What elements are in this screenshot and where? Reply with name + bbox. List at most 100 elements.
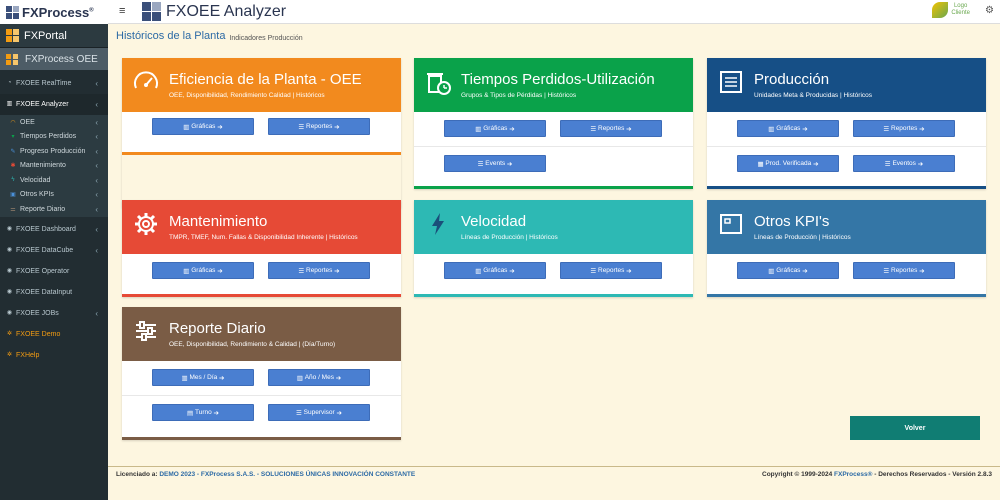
chevron-left-icon: ‹ bbox=[95, 190, 98, 200]
list-icon: ☰ bbox=[883, 267, 891, 275]
chevron-left-icon: ‹ bbox=[95, 308, 98, 318]
list-icon: ☰ bbox=[590, 267, 598, 275]
card-oee-footer bbox=[122, 152, 401, 155]
card-header: Tiempos Perdidos-Utilización Grupos & Ti… bbox=[414, 58, 693, 112]
graficas-button[interactable]: ▥ Gráficas ➔ bbox=[152, 118, 254, 135]
card-title: Eficiencia de la Planta - OEE bbox=[169, 71, 362, 88]
card-title: Velocidad bbox=[461, 213, 527, 230]
dashboard-icon: ◉ bbox=[6, 225, 13, 232]
oee-logo-icon bbox=[6, 53, 19, 65]
graficas-button[interactable]: ▥ Gráficas ➔ bbox=[444, 120, 546, 137]
list-icon: ☰ bbox=[884, 160, 893, 168]
sidebar-subitem-oee[interactable]: ◠OEE‹ bbox=[0, 115, 108, 130]
sidebar-portal[interactable]: FXPortal bbox=[0, 24, 108, 48]
input-icon: ◉ bbox=[6, 288, 13, 295]
volver-button[interactable]: Volver bbox=[850, 416, 980, 440]
card-header: Eficiencia de la Planta - OEE OEE, Dispo… bbox=[122, 58, 401, 112]
card-title: Mantenimiento bbox=[169, 213, 268, 230]
card-title: Otros KPI's bbox=[754, 213, 830, 230]
graficas-button[interactable]: ▥ Gráficas ➔ bbox=[152, 262, 254, 279]
reportes-button[interactable]: ☰ Reportes ➔ bbox=[268, 118, 370, 135]
bar-chart-icon: ▥ bbox=[475, 125, 484, 133]
app-logo-icon bbox=[142, 2, 161, 21]
bar-chart-icon: ▥ bbox=[296, 374, 305, 382]
prod-verificada-button[interactable]: ▦ Prod. Verificada ➔ bbox=[737, 155, 839, 172]
sidebar-item-datainput[interactable]: ◉FXOEE DataInput bbox=[6, 288, 73, 296]
card-reporte-diario: Reporte Diario OEE, Disponibilidad, Rend… bbox=[122, 307, 401, 440]
bar-chart-icon: ▥ bbox=[183, 267, 192, 275]
graficas-button[interactable]: ▥ Gráficas ➔ bbox=[737, 262, 839, 279]
card-footer bbox=[414, 294, 693, 297]
reportes-button[interactable]: ☰ Reportes ➔ bbox=[853, 262, 955, 279]
gear-icon[interactable]: ⚙ bbox=[985, 5, 994, 16]
bolt-icon bbox=[432, 213, 444, 235]
card-subtitle: Líneas de Producción | Históricos bbox=[754, 234, 851, 241]
filter-icon: ▾ bbox=[11, 134, 15, 141]
gauge-icon bbox=[134, 71, 158, 89]
app-title: FXOEE Analyzer bbox=[142, 2, 286, 21]
mes-dia-button[interactable]: ▥ Mes / Día ➔ bbox=[152, 369, 254, 386]
card-mantenimiento: Mantenimiento TMPR, TMEF, Num. Fallas & … bbox=[122, 200, 401, 297]
license-link[interactable]: DEMO 2023 - FXProcess S.A.S. - SOLUCIONE… bbox=[159, 471, 416, 478]
reportes-button[interactable]: ☰ Reportes ➔ bbox=[560, 120, 662, 137]
list-icon: ☰ bbox=[298, 123, 306, 131]
menu-toggle-icon[interactable]: ≡ bbox=[119, 5, 126, 17]
list-icon: ☰ bbox=[590, 125, 598, 133]
graficas-button[interactable]: ▥ Gráficas ➔ bbox=[737, 120, 839, 137]
list-icon: ☰ bbox=[477, 160, 486, 168]
card-footer bbox=[707, 294, 986, 297]
cube-icon: ◉ bbox=[6, 246, 13, 253]
bar-chart-icon: ▥ bbox=[768, 125, 777, 133]
sidebar-item-realtime[interactable]: ◔FXOEE RealTime‹ bbox=[7, 79, 98, 88]
chevron-left-icon: ‹ bbox=[95, 132, 98, 142]
sidebar-item-demo[interactable]: ✲FXOEE Demo bbox=[6, 330, 61, 338]
card-title: Tiempos Perdidos-Utilización bbox=[461, 71, 655, 88]
fxprocess-link[interactable]: FXProcess® bbox=[834, 471, 873, 478]
sidebar-subitem-tiempos[interactable]: ▾Tiempos Perdidos‹ bbox=[0, 129, 108, 144]
sidebar-item-operator[interactable]: ◉FXOEE Operator bbox=[6, 267, 70, 275]
chevron-left-icon: ‹ bbox=[95, 175, 98, 185]
sidebar-subitem-otros[interactable]: ▣Otros KPIs‹ bbox=[0, 187, 108, 202]
ano-mes-button[interactable]: ▥ Año / Mes ➔ bbox=[268, 369, 370, 386]
footer-copyright: Copyright © 1999-2024 FXProcess® - Derec… bbox=[762, 471, 992, 478]
sidebar-subitem-progreso[interactable]: ✎Progreso Producción‹ bbox=[0, 144, 108, 159]
reportes-button[interactable]: ☰ Reportes ➔ bbox=[853, 120, 955, 137]
sidebar-subitem-mantenimiento[interactable]: ✱Mantenimiento‹ bbox=[0, 158, 108, 173]
portal-logo-icon bbox=[6, 29, 19, 42]
card-subtitle: TMPR, TMEF, Num. Fallas & Disponibilidad… bbox=[169, 234, 358, 241]
card-subtitle: Líneas de Producción | Históricos bbox=[461, 234, 558, 241]
sidebar-item-jobs[interactable]: ◉FXOEE JOBs‹ bbox=[6, 308, 98, 318]
reportes-button[interactable]: ☰ Reportes ➔ bbox=[560, 262, 662, 279]
events-button[interactable]: ☰ Events ➔ bbox=[444, 155, 546, 172]
sidebar-subitem-reporte[interactable]: ⚌Reporte Diario‹ bbox=[0, 202, 108, 217]
image-icon: ▣ bbox=[10, 192, 16, 199]
sidebar-item-analyzer[interactable]: ▥FXOEE Analyzer‹ bbox=[0, 94, 108, 115]
graficas-button[interactable]: ▥ Gráficas ➔ bbox=[444, 262, 546, 279]
card-footer bbox=[707, 186, 986, 189]
sidebar-item-help[interactable]: ✲FXHelp bbox=[6, 351, 40, 359]
sidebar-section-header[interactable]: FXProcess OEE bbox=[0, 48, 108, 70]
eventos-button[interactable]: ☰ Eventos ➔ bbox=[853, 155, 955, 172]
card-header: Otros KPI's Líneas de Producción | Histó… bbox=[707, 200, 986, 254]
chevron-left-icon: ‹ bbox=[95, 245, 98, 255]
supervisor-button[interactable]: ☰ Supervisor ➔ bbox=[268, 404, 370, 421]
card-subtitle: Unidades Meta & Producidas | Históricos bbox=[754, 92, 873, 99]
list-icon: ☰ bbox=[298, 267, 306, 275]
chevron-left-icon: ‹ bbox=[95, 161, 98, 171]
operator-icon: ◉ bbox=[6, 267, 13, 274]
card-footer bbox=[122, 294, 401, 297]
page-footer: Licenciado a: DEMO 2023 - FXProcess S.A.… bbox=[108, 466, 1000, 500]
sidebar-item-datacube[interactable]: ◉FXOEE DataCube‹ bbox=[6, 245, 98, 255]
chevron-down-icon: ‹ bbox=[95, 100, 98, 109]
chevron-left-icon: ‹ bbox=[95, 224, 98, 234]
turno-button[interactable]: ▤ Turno ➔ bbox=[152, 404, 254, 421]
brand-logo[interactable]: FXProcess® bbox=[0, 0, 108, 24]
card-footer bbox=[414, 186, 693, 189]
picture-icon bbox=[720, 214, 742, 234]
sidebar-item-dashboard[interactable]: ◉FXOEE Dashboard‹ bbox=[6, 224, 98, 234]
brand-name: FXProcess® bbox=[22, 4, 94, 20]
reportes-button[interactable]: ☰ Reportes ➔ bbox=[268, 262, 370, 279]
fxprocess-logo-icon bbox=[6, 5, 19, 19]
